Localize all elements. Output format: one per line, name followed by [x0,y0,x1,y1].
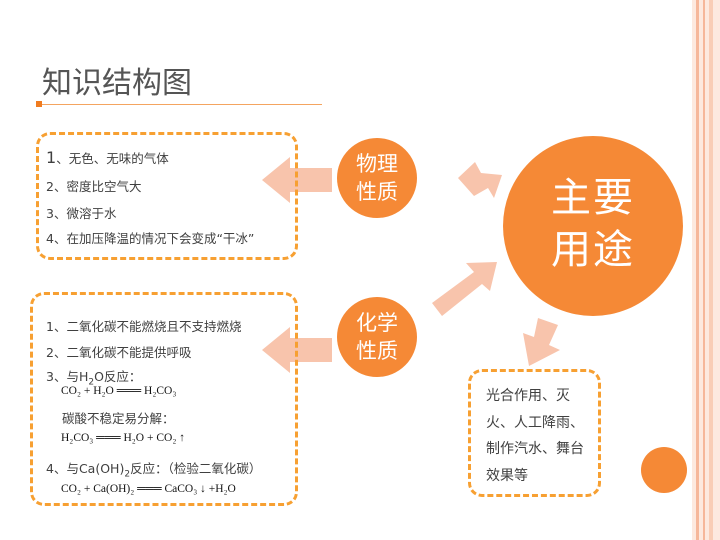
physical-item-2: 2、密度比空气大 [46,176,141,195]
main-uses-node: 主要 用途 [503,136,683,316]
uses-text: 光合作用、灭火、人工降雨、制作汽水、舞台效果等 [486,388,584,484]
decorative-circle [641,447,687,493]
chemical-label-line2: 性质 [356,339,398,363]
arrow-physical-to-main [458,162,502,198]
chemical-item-3-suffix: O反应： [94,369,142,384]
physical-item-4: 4、在加压降温的情况下会变成“干冰” [46,228,254,247]
physical-item-3-number: 3 [46,206,54,221]
chemical-item-4-suffix: 反应：（检验二氧化碳） [130,461,262,476]
physical-properties-box [36,132,298,260]
physical-item-4-text: 、在加压降温的情况下会变成“干冰” [53,231,255,246]
chemical-item-4-prefix: 4、与Ca(OH) [46,461,125,476]
chemical-properties-box [30,292,298,506]
chemical-item-2: 2、二氧化碳不能提供呼吸 [46,345,192,360]
chemical-item-4-subscript: 2 [124,469,131,480]
physical-item-3-text: 、微溶于水 [53,206,117,221]
chemical-item-3-prefix: 3、与H [46,369,89,384]
physical-item-1-number: 1 [46,148,57,167]
physical-item-4-number: 4 [46,231,54,246]
chemical-item-3: 3、与H2O反应： [46,366,141,388]
arrow-chemical-to-main [432,262,497,316]
physical-label-line2: 性质 [356,180,398,204]
decorative-stripes [692,0,720,540]
chemical-item-4: 4、与Ca(OH)2反应：（检验二氧化碳） [46,458,261,480]
chemical-item-1: 1、二氧化碳不能燃烧且不支持燃烧 [46,319,242,334]
title-underline-dot [36,101,42,107]
main-label-line1: 主要 [551,175,635,221]
decomposition-note: 碳酸不稳定易分解： [62,411,175,426]
chemical-item-3-subscript: 2 [88,377,95,388]
page-title: 知识结构图 [42,66,192,101]
main-label-line2: 用途 [551,227,635,273]
chemical-properties-node: 化学 性质 [337,297,417,377]
physical-item-2-text: 、密度比空气大 [53,179,142,194]
arrow-main-to-uses [523,318,560,366]
equation-limewater: CO₂ + Ca(OH)₂ ═══ CaCO₃ ↓ +H₂O [61,483,236,495]
title-underline [38,104,322,105]
physical-item-1-text: 、无色、无味的气体 [56,151,169,166]
physical-properties-node: 物理 性质 [337,138,417,218]
physical-item-3: 3、微溶于水 [46,203,116,222]
physical-label-line1: 物理 [356,152,398,176]
equation-co2-water: CO₂ + H₂O ═══ H₂CO₃ [61,385,177,397]
physical-item-2-number: 2 [46,179,54,194]
equation-carbonic-acid-decomposition: H₂CO₃ ═══ H₂O + CO₂ ↑ [61,432,185,444]
physical-item-1: 1、无色、无味的气体 [46,148,169,167]
uses-box [468,369,601,497]
chemical-label-line1: 化学 [356,311,398,335]
